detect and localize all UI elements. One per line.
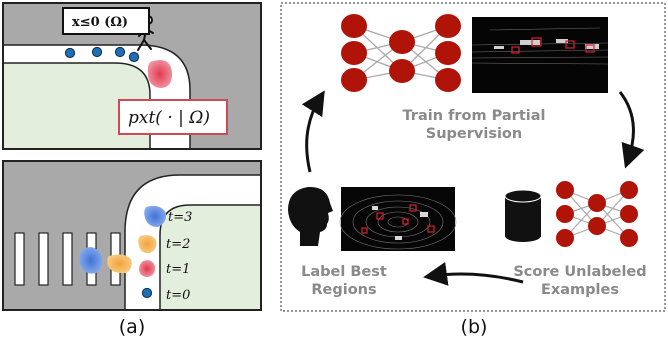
trajectory-dot bbox=[91, 46, 103, 58]
trajectory-dot bbox=[128, 51, 140, 63]
distribution-t1 bbox=[139, 260, 156, 277]
trajectory-dot bbox=[64, 47, 76, 59]
trajectory-dot bbox=[114, 46, 126, 58]
panel-a-bottom-border bbox=[2, 160, 262, 311]
distribution-blue-left bbox=[79, 247, 103, 274]
caption-a: (a) bbox=[119, 316, 145, 338]
observed-history-box bbox=[62, 7, 150, 35]
time-label-t3: t=3 bbox=[168, 210, 192, 225]
panel-a-top-border bbox=[2, 2, 262, 150]
predicted-distribution-box bbox=[118, 99, 228, 135]
time-label-t0: t=0 bbox=[166, 288, 190, 303]
time-label-t1: t=1 bbox=[166, 262, 190, 277]
lidar-image-bottom bbox=[339, 187, 457, 251]
distribution-t3 bbox=[144, 205, 167, 227]
train-label-line1: Train from Partial bbox=[403, 108, 546, 124]
head-silhouette-icon bbox=[288, 186, 333, 246]
arrow-train-to-score bbox=[618, 91, 645, 169]
score-label-line1: Score Unlabeled bbox=[513, 264, 646, 280]
distribution-orange-left bbox=[107, 254, 132, 274]
label-label-line1: Label Best bbox=[301, 264, 387, 280]
label-label-line2: Regions bbox=[311, 282, 376, 298]
caption-b: (b) bbox=[461, 316, 488, 338]
prediction-distribution bbox=[147, 59, 173, 88]
current-position-dot bbox=[141, 287, 153, 299]
distribution-t2 bbox=[138, 235, 157, 254]
score-label-line2: Examples bbox=[541, 282, 619, 298]
database-icon bbox=[504, 189, 542, 242]
time-label-t2: t=2 bbox=[166, 237, 190, 252]
arrow-score-to-label bbox=[423, 262, 524, 286]
neural-net-icon-top bbox=[341, 14, 461, 92]
predicted-distribution-label: pxt( · | Ω) bbox=[128, 108, 210, 128]
lidar-image-top bbox=[471, 17, 609, 93]
observed-history-label: x≤0 (Ω) bbox=[72, 15, 128, 30]
panel-a-bottom bbox=[3, 161, 261, 310]
neural-net-icon-bottom bbox=[556, 181, 638, 247]
train-label-line2: Supervision bbox=[426, 126, 522, 142]
arrow-label-to-train bbox=[301, 90, 325, 173]
